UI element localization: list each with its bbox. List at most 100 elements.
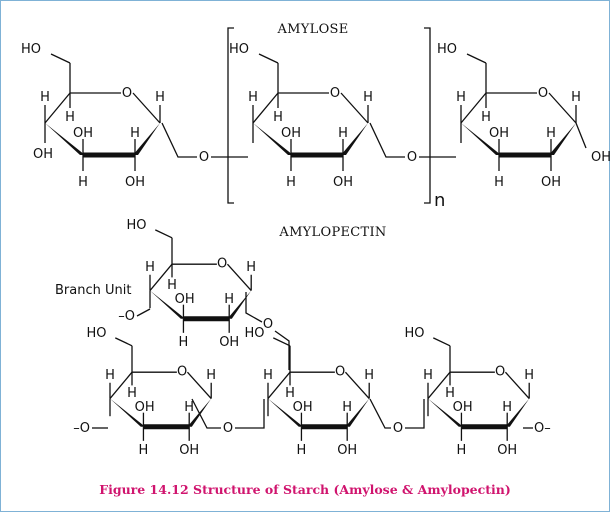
svg-text:H: H: [184, 400, 194, 415]
svg-text:H: H: [248, 90, 258, 105]
svg-text:H: H: [502, 400, 512, 415]
svg-text:H: H: [139, 443, 149, 458]
c2-hydroxyl: OH: [497, 443, 517, 458]
ring-wedge-left: [253, 123, 293, 155]
ch2oh-label: HO: [21, 42, 41, 57]
ring-oxygen: O: [335, 365, 345, 380]
ring-wedge-left: [428, 398, 464, 427]
c3-hydroxyl: OH: [453, 400, 473, 415]
ch2oh-label: HO: [126, 218, 146, 233]
branch-linkage-1-6: O: [245, 292, 290, 370]
amylopectin-linkage-2: O: [369, 398, 425, 436]
svg-text:O: O: [263, 317, 273, 332]
ring-oxygen: O: [495, 365, 505, 380]
svg-text:H: H: [445, 386, 455, 401]
svg-text:H: H: [155, 90, 165, 105]
svg-text:H: H: [297, 443, 307, 458]
c3-hydroxyl: OH: [281, 126, 301, 141]
svg-text:O: O: [199, 150, 209, 165]
ring-wedge-left: [110, 398, 146, 427]
figure-caption: Figure 14.12 Structure of Starch (Amylos…: [99, 482, 511, 497]
svg-text:H: H: [494, 175, 504, 190]
chain-end-left: –O: [73, 421, 90, 436]
c3-hydroxyl: OH: [175, 292, 195, 307]
svg-text:H: H: [457, 443, 467, 458]
c3-hydroxyl: OH: [489, 126, 509, 141]
repeat-subscript: n: [434, 190, 445, 211]
c2-hydroxyl: OH: [541, 175, 561, 190]
ring-wedge-left: [45, 123, 85, 155]
svg-text:O: O: [223, 421, 233, 436]
repeat-bracket-right: [424, 27, 431, 204]
ch2oh-label: HO: [244, 326, 264, 341]
c2-hydroxyl: OH: [125, 175, 145, 190]
ring-wedge-left: [150, 290, 186, 319]
c2-hydroxyl: OH: [333, 175, 353, 190]
ch2oh-label: HO: [404, 326, 424, 341]
c3-hydroxyl: OH: [293, 400, 313, 415]
ch2oh-label: HO: [229, 42, 249, 57]
svg-text:H: H: [456, 90, 466, 105]
svg-text:H: H: [246, 260, 256, 275]
svg-text:H: H: [342, 400, 352, 415]
ch2oh-label: HO: [437, 42, 457, 57]
svg-text:H: H: [364, 368, 374, 383]
svg-text:H: H: [481, 110, 491, 125]
ring-oxygen: O: [217, 257, 227, 272]
ring-wedge-right: [549, 123, 576, 155]
ring-wedge-left: [268, 398, 304, 427]
ring-oxygen: O: [122, 86, 132, 101]
ring-wedge-right: [227, 290, 252, 319]
svg-text:H: H: [206, 368, 216, 383]
svg-text:H: H: [40, 90, 50, 105]
svg-text:H: H: [105, 368, 115, 383]
svg-text:H: H: [224, 292, 234, 307]
ring-wedge-right: [187, 398, 212, 427]
c4-hydroxyl: OH: [33, 147, 53, 162]
c2-hydroxyl: OH: [179, 443, 199, 458]
c2-hydroxyl: OH: [219, 335, 239, 350]
c1-hydroxyl: OH: [591, 150, 610, 165]
svg-text:H: H: [571, 90, 581, 105]
svg-text:O: O: [407, 150, 417, 165]
amylose-linkage-1: O: [161, 122, 248, 165]
svg-text:H: H: [65, 110, 75, 125]
ring-wedge-right: [341, 123, 368, 155]
repeat-bracket-left: [227, 27, 234, 204]
svg-text:H: H: [286, 175, 296, 190]
svg-text:H: H: [78, 175, 88, 190]
chain-end-right: O–: [534, 421, 551, 436]
branch-end-group: –O: [118, 309, 135, 324]
svg-text:H: H: [363, 90, 373, 105]
svg-text:H: H: [263, 368, 273, 383]
ring-wedge-right: [345, 398, 370, 427]
ring-wedge-right: [505, 398, 530, 427]
svg-text:H: H: [127, 386, 137, 401]
c2-hydroxyl: OH: [337, 443, 357, 458]
ch2oh-label: HO: [86, 326, 106, 341]
svg-text:O: O: [393, 421, 403, 436]
amylopectin-title: AMYLOPECTIN: [278, 225, 386, 240]
svg-text:H: H: [179, 335, 189, 350]
svg-text:H: H: [546, 126, 556, 141]
svg-text:H: H: [273, 110, 283, 125]
svg-text:H: H: [167, 278, 177, 293]
amylopectin-linkage-1: O: [191, 398, 265, 436]
svg-text:H: H: [145, 260, 155, 275]
svg-text:H: H: [285, 386, 295, 401]
amylose-linkage-2: O: [369, 122, 456, 165]
ring-oxygen: O: [330, 86, 340, 101]
ring-wedge-left: [461, 123, 501, 155]
amylose-title: AMYLOSE: [276, 22, 348, 37]
svg-text:H: H: [524, 368, 534, 383]
ring-oxygen: O: [177, 365, 187, 380]
svg-text:H: H: [423, 368, 433, 383]
ring-wedge-right: [133, 123, 160, 155]
